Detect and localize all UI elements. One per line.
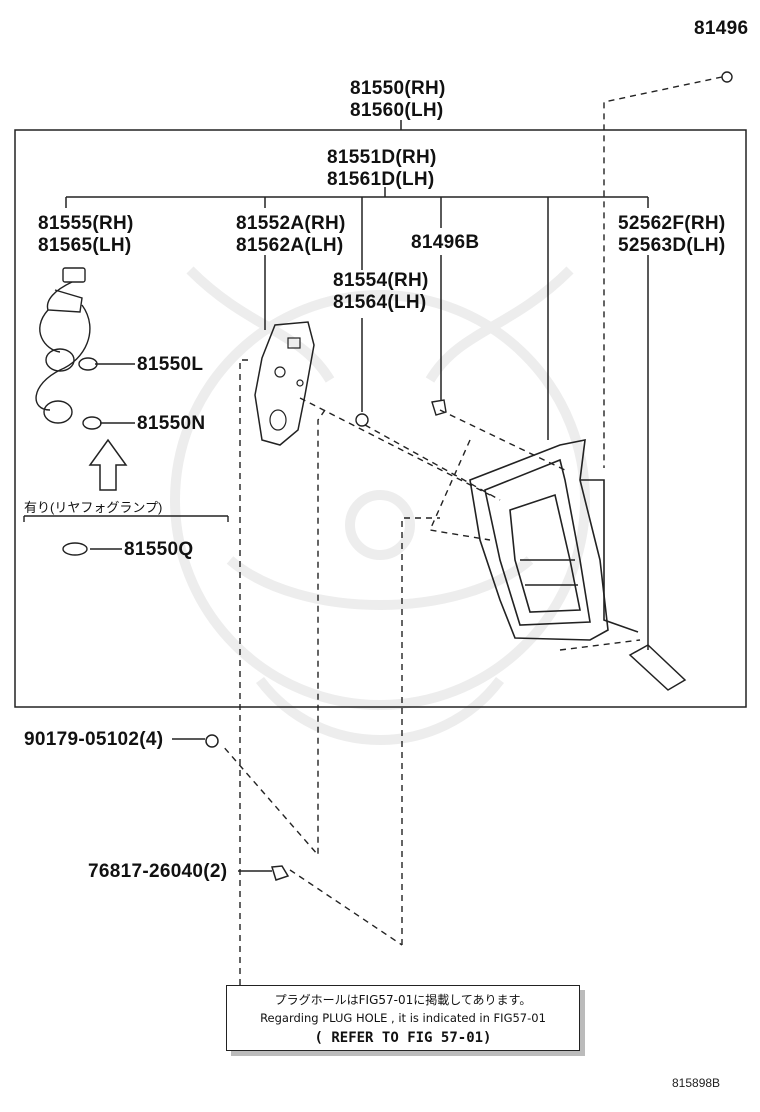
label-socket-rh: 81555(RH) [38, 213, 134, 234]
label-cover-rh: 52562F(RH) [618, 213, 726, 234]
label-clip-lh: 81564(LH) [333, 292, 427, 313]
note-english: Regarding PLUG HOLE , it is indicated in… [260, 1011, 546, 1025]
label-81496: 81496 [694, 18, 749, 39]
gasket-holes [269, 337, 304, 431]
label-cover-lh: 52563D(LH) [618, 235, 726, 256]
label-gasket-rh: 81552A(RH) [236, 213, 346, 234]
label-screw: 76817-26040(2) [88, 861, 228, 882]
label-bulb-l: 81550L [137, 354, 204, 375]
label-bulb-q: 81550Q [124, 539, 194, 560]
leader-lines [65, 120, 649, 872]
label-gasket-lh: 81562A(LH) [236, 235, 344, 256]
gasket-plate [254, 321, 315, 446]
label-nut: 90179-05102(4) [24, 729, 164, 750]
bolt-icon [721, 71, 733, 83]
label-bulb-n: 81550N [137, 413, 206, 434]
bolt-screw-icon [271, 865, 290, 881]
label-socket-lh: 81565(LH) [38, 235, 132, 256]
nut-icon [205, 734, 219, 748]
label-assembly-lh: 81560(LH) [350, 100, 444, 121]
label-lens-rh: 81551D(RH) [327, 147, 437, 168]
label-clip-rh: 81554(RH) [333, 270, 429, 291]
screw-icon [431, 399, 447, 416]
clip-icon [355, 413, 369, 427]
page-code: 815898B [672, 1076, 721, 1090]
option-caption: 有り(リヤフォグランプ) [24, 500, 163, 515]
note-japanese: プラグホールはFIG57-01に掲載してあります。 [274, 993, 532, 1007]
label-81496b: 81496B [411, 232, 480, 253]
dashed-lines [221, 76, 723, 1000]
socket-harness [23, 267, 229, 556]
note-reference: ( REFER TO FIG 57-01) [314, 1030, 492, 1046]
label-lens-lh: 81561D(LH) [327, 169, 435, 190]
tail-lamp-body [469, 438, 639, 641]
reference-note-box: プラグホールはFIG57-01に掲載してあります。 Regarding PLUG… [226, 985, 580, 1051]
label-assembly-rh: 81550(RH) [350, 78, 446, 99]
assembly-frame [14, 129, 747, 708]
direction-arrow [88, 438, 128, 491]
cover-piece [628, 644, 687, 691]
